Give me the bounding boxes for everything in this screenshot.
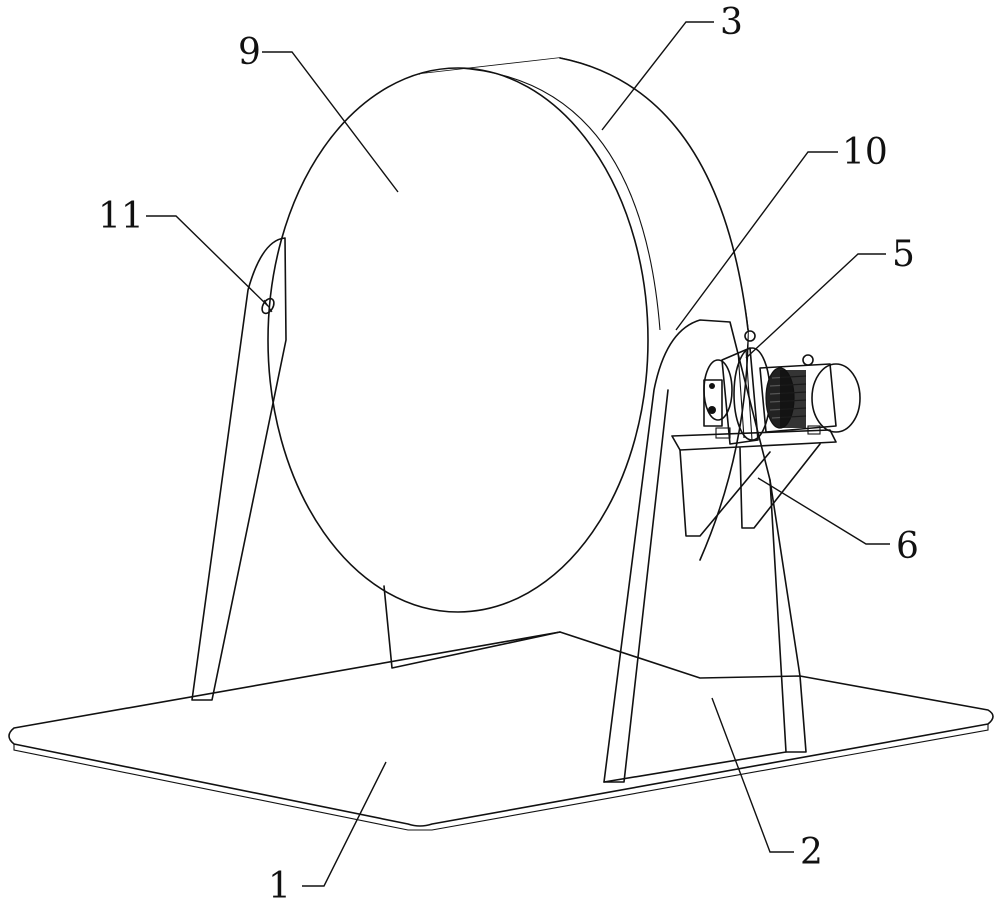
left-inner-support <box>383 585 561 669</box>
left-frame <box>191 237 287 701</box>
leader-5 <box>745 253 886 359</box>
right-front-frame <box>603 319 787 783</box>
callout-9: 9 <box>238 32 261 73</box>
motor <box>759 354 861 433</box>
callout-5: 5 <box>892 234 915 275</box>
leader-2 <box>711 697 794 853</box>
leader-10 <box>675 151 838 331</box>
callout-11: 11 <box>98 196 144 237</box>
leader-6 <box>757 477 890 545</box>
callout-6: 6 <box>896 526 919 567</box>
leader-1 <box>302 761 387 887</box>
motor-bracket <box>671 425 837 537</box>
leader-lines <box>146 21 890 887</box>
drum <box>267 57 749 613</box>
callout-10: 10 <box>842 132 888 173</box>
bearing-housing <box>703 359 733 427</box>
callout-3: 3 <box>720 2 743 43</box>
callout-labels: 9 3 10 5 6 11 2 1 <box>98 2 919 904</box>
callout-2: 2 <box>800 832 823 873</box>
leader-9 <box>262 51 399 193</box>
leader-3 <box>601 21 714 131</box>
right-rear-frame <box>769 479 807 753</box>
base-plate <box>8 631 994 831</box>
leader-11 <box>146 215 269 307</box>
callout-1: 1 <box>268 866 291 904</box>
